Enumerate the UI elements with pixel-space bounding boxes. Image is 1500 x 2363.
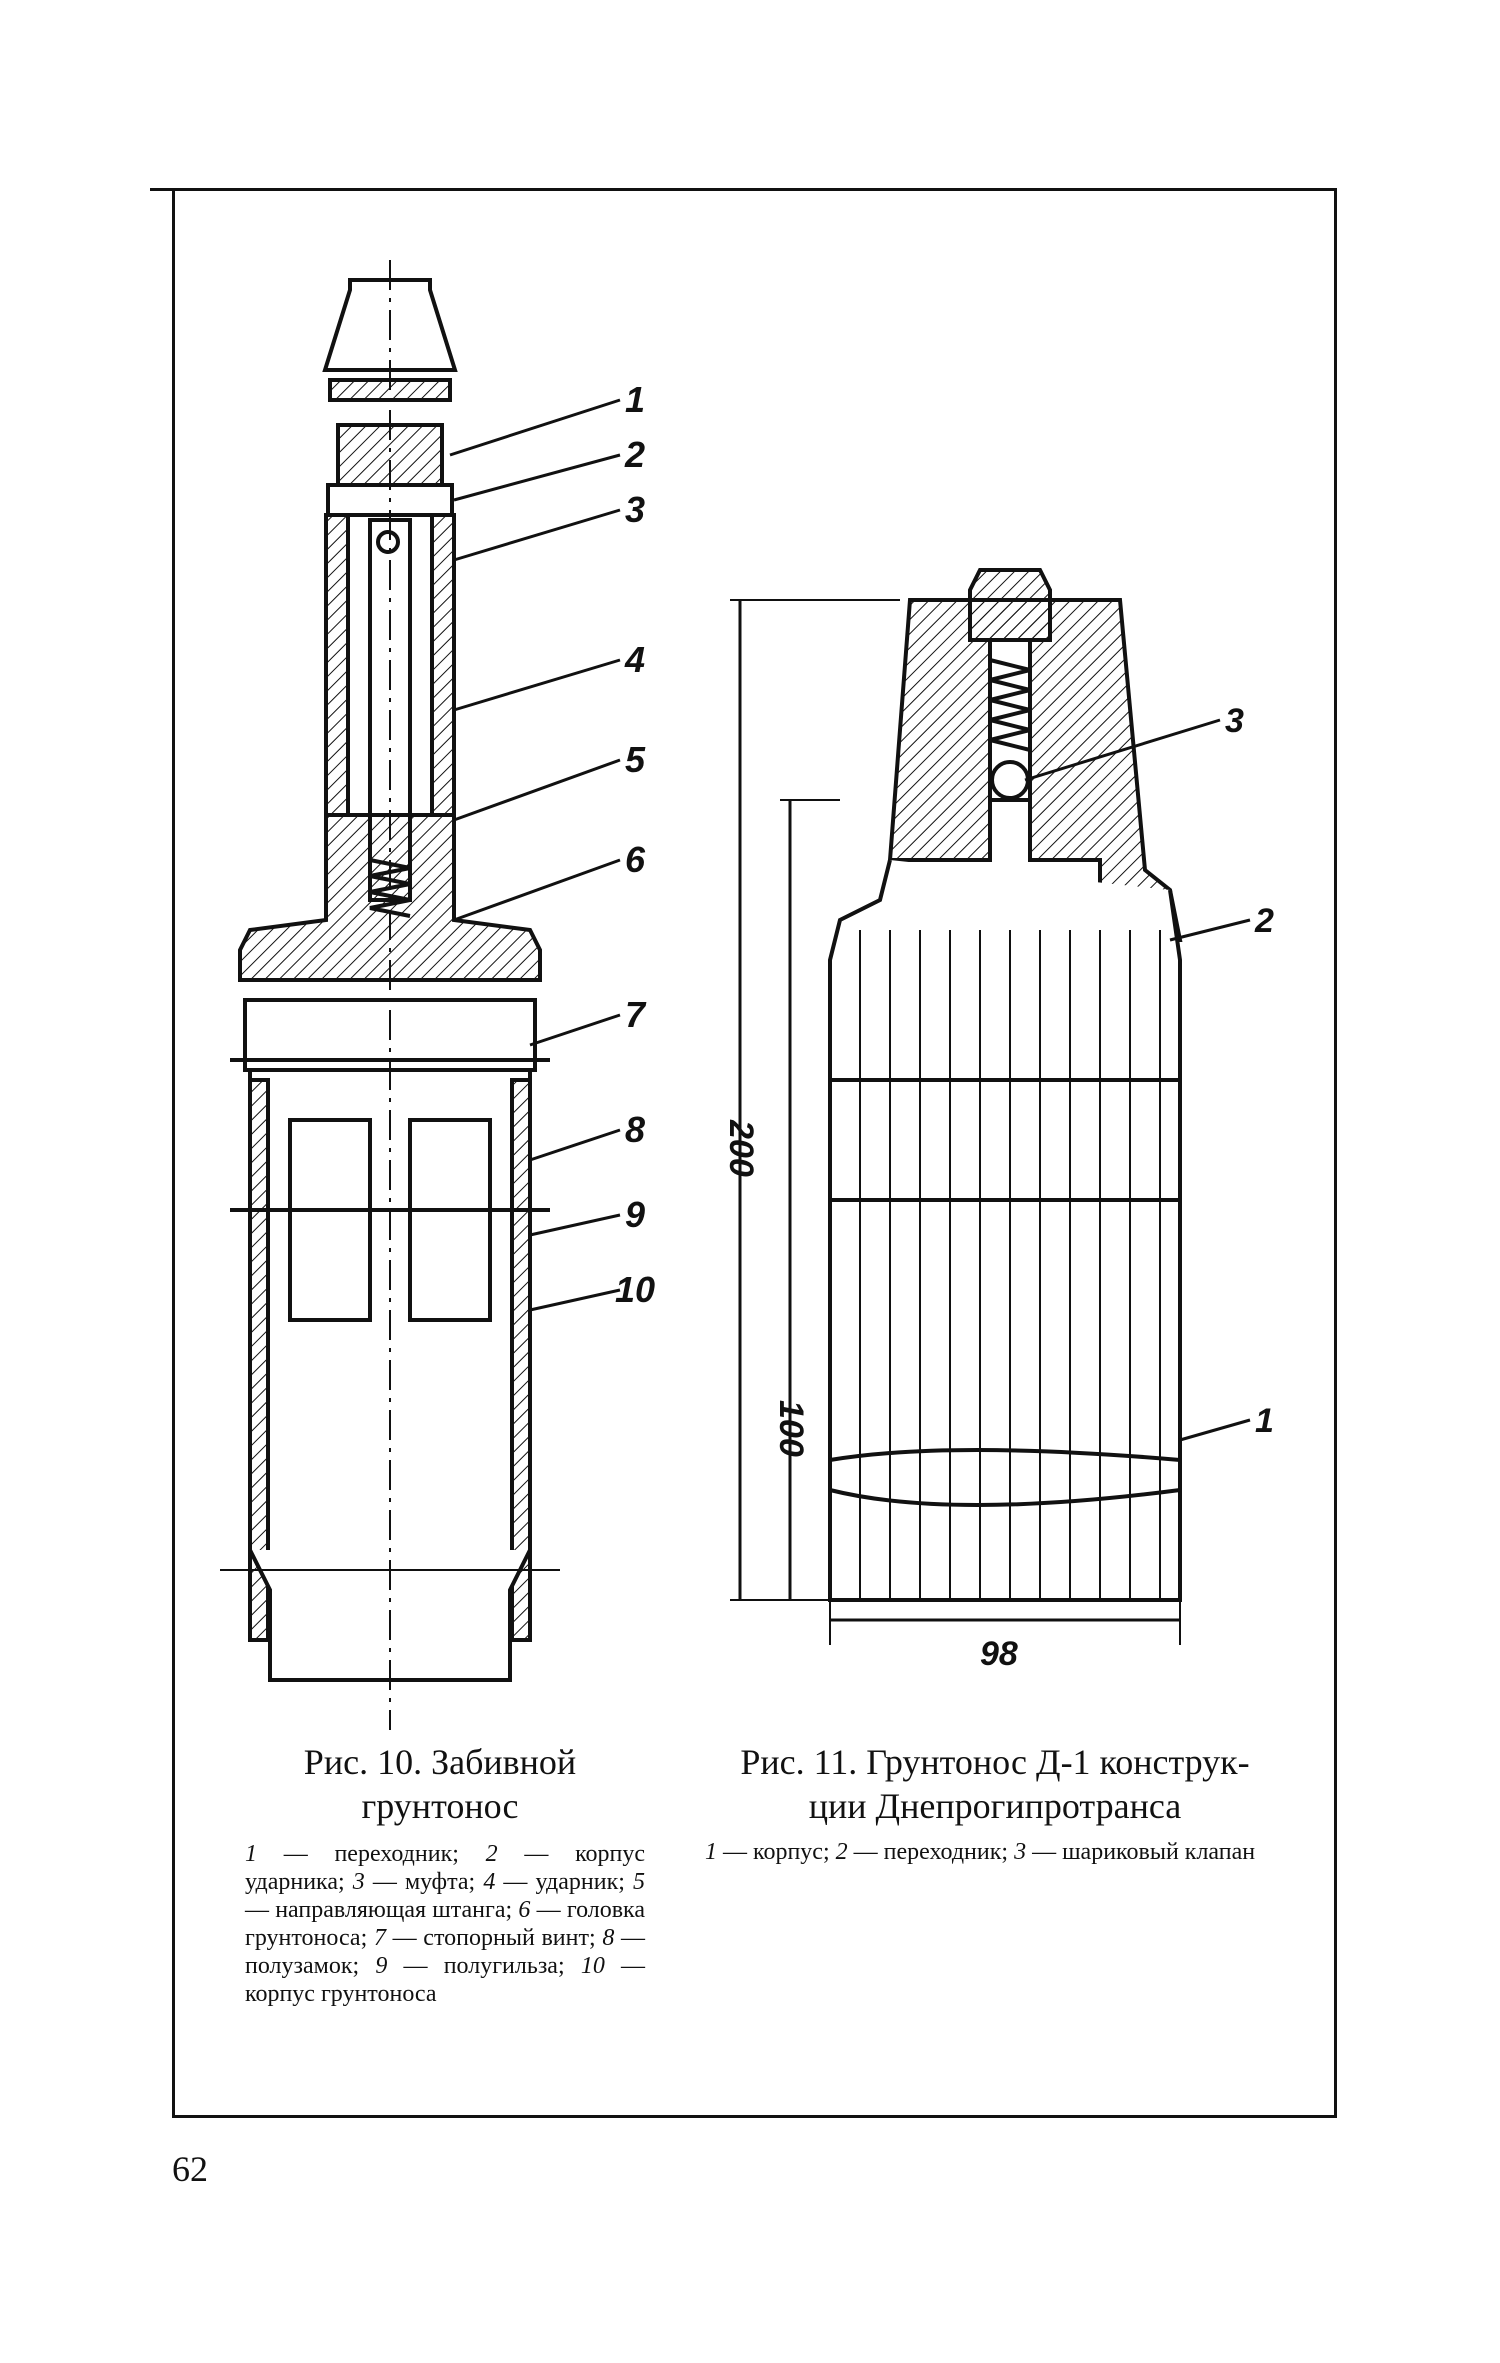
figure11-title: Рис. 11. Грунтонос Д-1 конструк- ции Дне… [695, 1740, 1295, 1828]
fig11-dim-100: 100 [772, 1400, 810, 1457]
figure10-drawing: 1 2 3 4 5 6 7 8 9 10 [220, 260, 655, 1730]
fig11-callout-2: 2 [1254, 902, 1274, 940]
left-rule [172, 188, 175, 2118]
figure11-legend: 1 — корпус; 2 — переходник; 3 — шариковы… [705, 1839, 1256, 1865]
fig10-callout-3: 3 [625, 489, 645, 530]
figure10-title: Рис. 10. Забивной грунтонос [230, 1740, 650, 1828]
right-rule [1334, 188, 1337, 2118]
fig10-callout-4: 4 [624, 639, 645, 680]
fig10-callout-5: 5 [625, 739, 646, 780]
fig10-callout-2: 2 [624, 434, 645, 475]
fig10-callout-6: 6 [625, 839, 646, 880]
fig10-callout-8: 8 [625, 1109, 645, 1150]
fig10-callout-7: 7 [625, 994, 647, 1035]
fig10-callout-9: 9 [625, 1194, 645, 1235]
figure11-title-line2: ции Днепрогипротранса [808, 1786, 1182, 1826]
fig11-callout-1: 1 [1255, 1402, 1274, 1440]
figure10-title-line2: грунтонос [361, 1786, 519, 1826]
figure11-title-line1: Рис. 11. Грунтонос Д-1 конструк- [740, 1742, 1250, 1782]
top-rule [150, 188, 1334, 191]
bottom-rule [172, 2115, 1337, 2118]
fig10-callout-1: 1 [625, 379, 645, 420]
fig11-callout-3: 3 [1225, 702, 1244, 740]
figure10-legend: 1 — переходник; 2 — корпус ударника; 3 —… [245, 1841, 646, 2007]
page-number: 62 [172, 2149, 208, 2189]
fig11-dim-98: 98 [980, 1635, 1018, 1673]
fig11-dim-200: 200 [722, 1119, 760, 1177]
fig10-callout-10: 10 [615, 1269, 655, 1310]
figure10-title-line1: Рис. 10. Забивной [303, 1742, 577, 1782]
figure11-drawing: 3 2 1 200 100 98 [722, 568, 1274, 1673]
